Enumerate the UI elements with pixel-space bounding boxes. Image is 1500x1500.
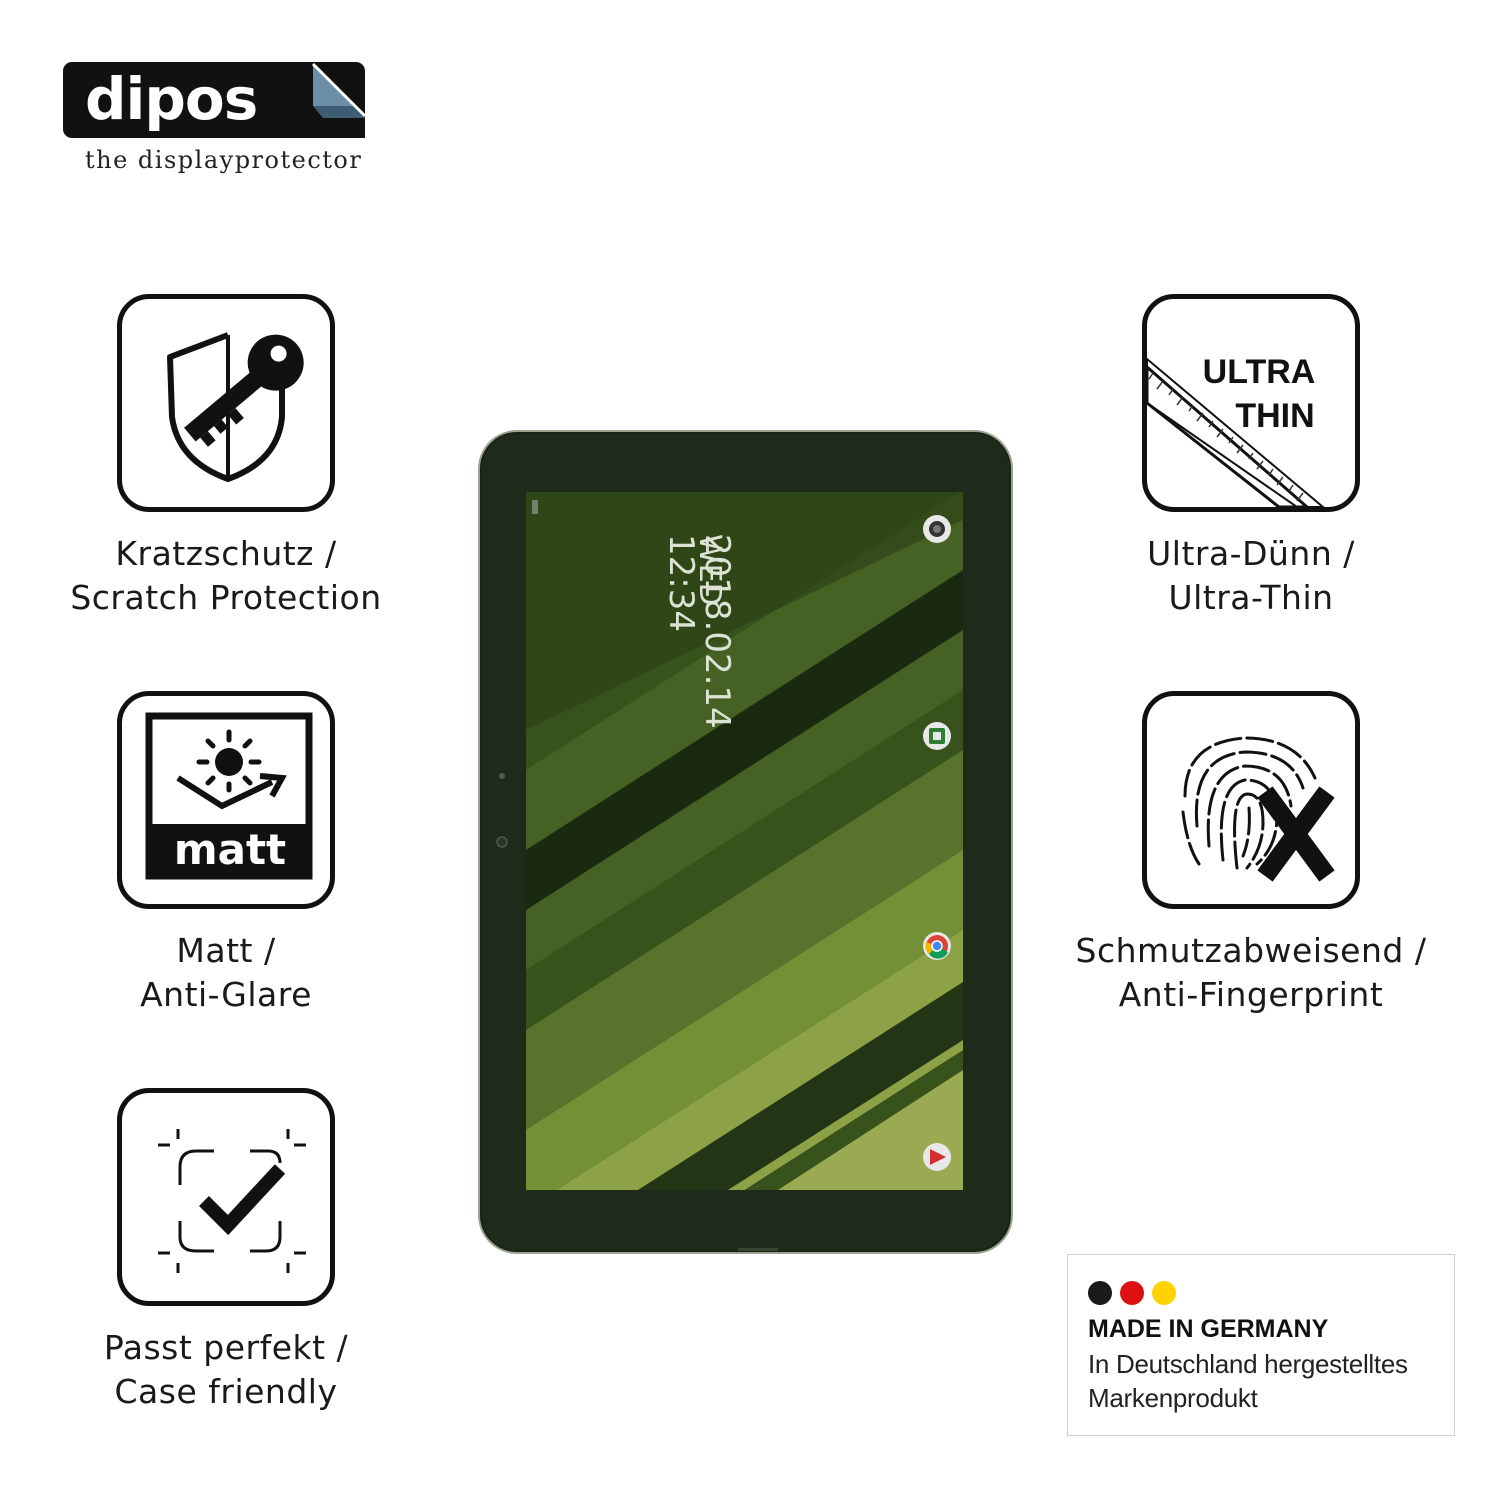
ultra-thin-ruler-icon: ULTRA THIN — [1142, 294, 1360, 512]
ultra-label: ULTRA — [1203, 353, 1316, 391]
caption-line-de: Matt / — [176, 931, 276, 970]
feature-matt: matt Matt / Anti-Glare — [6, 691, 446, 1017]
status-bar-icon — [532, 500, 538, 514]
caption-line-en: Anti-Fingerprint — [1118, 975, 1384, 1014]
flag-dot-gold — [1152, 1281, 1176, 1305]
brand-tagline: the displayprotector — [85, 146, 363, 174]
chrome-app-icon[interactable] — [923, 932, 951, 960]
tablet-device: 12:34 2018.02.14 WED — [478, 430, 1013, 1254]
caption-line-de: Passt perfekt / — [103, 1328, 349, 1367]
brand-name: dipos — [85, 65, 258, 133]
caption-line-de: Schmutzabweisend / — [1075, 931, 1427, 970]
made-in-germany-line-2: Markenprodukt — [1088, 1383, 1258, 1413]
fingerprint-x-icon — [1142, 691, 1360, 909]
tablet-screen — [526, 492, 963, 1190]
feature-caption: Passt perfekt / Case friendly — [6, 1326, 446, 1414]
screen-time: 12:34 — [661, 534, 701, 632]
feature-caption: Kratzschutz / Scratch Protection — [6, 532, 446, 620]
peeled-corner-icon — [311, 62, 367, 138]
matt-sun-icon: matt — [117, 691, 335, 909]
caption-line-en: Ultra-Thin — [1168, 578, 1334, 617]
caption-line-de: Kratzschutz / — [115, 534, 337, 573]
feature-scratch-protection: Kratzschutz / Scratch Protection — [6, 294, 446, 620]
made-in-germany-badge: MADE IN GERMANY In Deutschland hergestel… — [1067, 1254, 1455, 1436]
screen-weekday: WED — [692, 534, 727, 606]
feature-ultra-thin: ULTRA THIN Ultra-Dünn / Ultra-Thin — [1031, 294, 1471, 620]
screen-date: 2018.02.14 — [697, 534, 737, 729]
feature-caption: Ultra-Dünn / Ultra-Thin — [1031, 532, 1471, 620]
brand-logo: dipos the displayprotector — [63, 62, 373, 182]
caption-line-en: Anti-Glare — [140, 975, 312, 1014]
camera-app-icon[interactable] — [923, 515, 951, 543]
front-camera-dot — [499, 773, 505, 779]
caption-line-en: Scratch Protection — [70, 578, 382, 617]
caption-line-de: Ultra-Dünn / — [1147, 534, 1355, 573]
flag-dot-red — [1120, 1281, 1144, 1305]
shield-key-icon — [117, 294, 335, 512]
feature-caption: Schmutzabweisend / Anti-Fingerprint — [1031, 929, 1471, 1017]
front-sensor-dot — [496, 836, 508, 848]
matt-icon-label: matt — [174, 825, 286, 874]
play-store-app-icon[interactable] — [923, 1143, 951, 1171]
gallery-app-icon[interactable] — [923, 722, 951, 750]
caption-line-en: Case friendly — [114, 1372, 338, 1411]
feature-case-friendly: Passt perfekt / Case friendly — [6, 1088, 446, 1414]
made-in-germany-title: MADE IN GERMANY — [1088, 1315, 1329, 1343]
made-in-germany-line-1: In Deutschland hergestelltes — [1088, 1349, 1408, 1379]
flag-dot-black — [1088, 1281, 1112, 1305]
feature-caption: Matt / Anti-Glare — [6, 929, 446, 1017]
feature-anti-fingerprint: Schmutzabweisend / Anti-Fingerprint — [1031, 691, 1471, 1017]
checkmark-frame-icon — [117, 1088, 335, 1306]
thin-label: THIN — [1235, 397, 1314, 435]
